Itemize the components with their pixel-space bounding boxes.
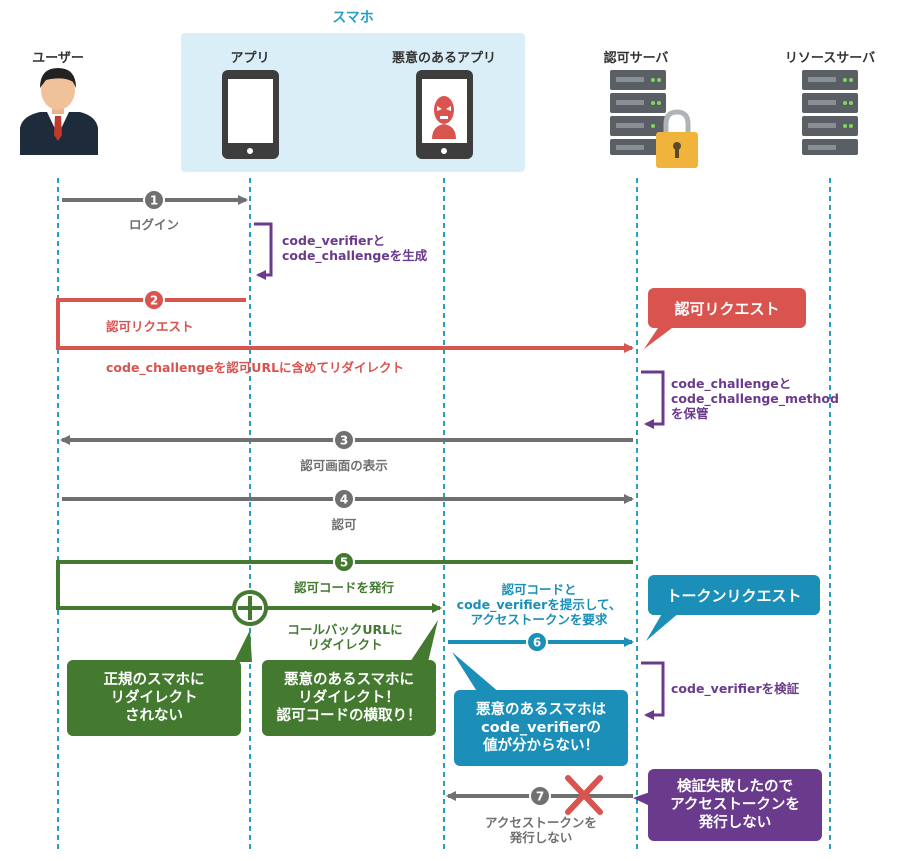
callback-note: コールバックURLに リダイレクト	[287, 622, 403, 652]
step2-number: 2	[150, 294, 158, 308]
not-redirected-callout-tail	[234, 630, 252, 662]
actor-user-label: ユーザー	[32, 51, 84, 66]
step1-label: ログイン	[128, 217, 179, 232]
store-self-arrow	[641, 370, 665, 429]
token-request-callout-tail	[646, 612, 680, 641]
user-icon	[20, 68, 98, 155]
step3-badge: 3	[333, 429, 355, 451]
actor-auth-server-label: 認可サーバ	[603, 51, 669, 66]
auth-request-callout-tail	[644, 325, 676, 349]
step6-label: 認可コードと code_verifierを提示して、 アクセストークンを要求	[456, 582, 622, 627]
step7-badge: 7	[529, 785, 551, 807]
step5-label: 認可コードを発行	[293, 580, 394, 595]
step2-sub: code_challengeを認可URLに含めてリダイレクト	[106, 360, 405, 375]
actor-app-label: アプリ	[230, 51, 270, 66]
step5-badge: 5	[333, 551, 355, 573]
auth-server-icon	[610, 70, 698, 168]
no-token-callout: 検証失敗したので アクセストークンを 発行しない	[648, 769, 822, 841]
app-phone-icon	[222, 70, 279, 159]
actor-resource-server-label: リソースサーバ	[784, 51, 876, 66]
auth-request-callout: 認可リクエスト	[648, 288, 806, 328]
not-redirected-callout: 正規のスマホに リダイレクト されない	[67, 660, 241, 736]
intercepted-callout: 悪意のあるスマホに リダイレクト！ 認可コードの横取り！	[262, 660, 436, 736]
token-request-callout: トークンリクエスト	[648, 575, 820, 615]
actor-malicious-app-label: 悪意のあるアプリ	[391, 51, 496, 66]
step6-badge: 6	[526, 631, 548, 653]
step1-badge: 1	[143, 189, 165, 211]
step7-number: 7	[536, 790, 544, 804]
blocked-redirect-icon	[232, 590, 268, 626]
unknown-verifier-callout-tail	[452, 652, 500, 693]
step4-number: 4	[340, 493, 348, 507]
smartphone-group-label: スマホ	[332, 10, 374, 26]
step1-number: 1	[150, 194, 158, 208]
step4-badge: 4	[333, 488, 355, 510]
cross-icon	[565, 775, 603, 815]
resource-server-icon	[802, 70, 858, 155]
step2-badge: 2	[143, 289, 165, 311]
step3-number: 3	[340, 434, 348, 448]
generate-note: code_verifierと code_challengeを生成	[282, 233, 428, 263]
intercepted-callout-tail	[410, 620, 438, 662]
malicious-phone-icon	[416, 70, 473, 159]
step4-label: 認可	[331, 517, 357, 532]
store-note: code_challengeと code_challenge_method を保…	[671, 376, 839, 421]
verify-note: code_verifierを検証	[671, 681, 800, 696]
no-token-callout-tail	[633, 792, 650, 806]
unknown-verifier-callout: 悪意のあるスマホは code_verifierの 値が分からない！	[454, 690, 628, 766]
step3-label: 認可画面の表示	[300, 458, 388, 473]
step7-label: アクセストークンを 発行しない	[485, 815, 597, 845]
step6-number: 6	[533, 636, 541, 650]
step2-label: 認可リクエスト	[106, 319, 194, 334]
verify-self-arrow	[641, 661, 665, 720]
generate-self-arrow	[254, 222, 273, 280]
step5-number: 5	[340, 556, 348, 570]
